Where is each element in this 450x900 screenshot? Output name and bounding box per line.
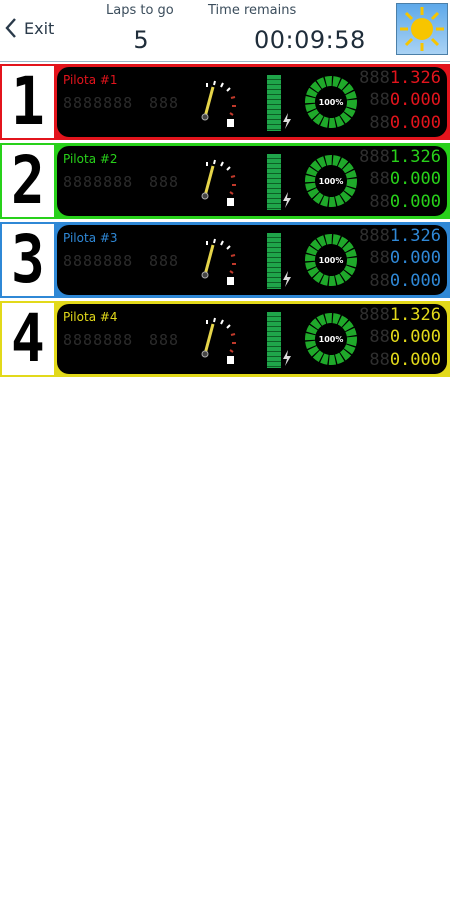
pilot-name: Pilota #2: [63, 152, 118, 166]
charge-icon: [283, 271, 291, 287]
stat-value-2: 0.000: [389, 90, 441, 110]
stat-value-1: 1.326: [389, 305, 441, 325]
progress-ring: 100%: [305, 234, 357, 286]
pilot-name: Pilota #1: [63, 73, 118, 87]
ghost-digits: 88: [369, 169, 390, 189]
lane-panel: Pilota #3 8888888 888: [57, 225, 447, 295]
fuel-gauge-icon: [201, 238, 236, 285]
fuel-gauge-icon: [201, 159, 236, 206]
stat-line-2: 880.000: [369, 328, 441, 346]
stat-value-3: 0.000: [389, 350, 441, 370]
lane-number: 3: [11, 221, 45, 298]
weather-button[interactable]: [396, 3, 448, 55]
progress-ring: 100%: [305, 76, 357, 128]
ghost-digits: 88: [369, 327, 390, 347]
stat-value-2: 0.000: [389, 248, 441, 268]
level-bar: [267, 75, 281, 131]
fuel-gauge-icon: [201, 317, 236, 364]
stat-value-2: 0.000: [389, 327, 441, 347]
lane-panel: Pilota #2 8888888 888: [57, 146, 447, 216]
progress-percent: 100%: [318, 176, 344, 186]
ghost-digits: 888: [359, 147, 390, 167]
ghost-digits: 88: [369, 113, 390, 133]
ghost-digits: 88: [369, 248, 390, 268]
stat-value-1: 1.326: [389, 226, 441, 246]
stat-line-3: 880.000: [369, 351, 441, 369]
laps-to-go-value: 5: [133, 26, 149, 54]
time-remains-label: Time remains: [208, 3, 297, 18]
charge-icon: [283, 113, 291, 129]
pilot-name: Pilota #4: [63, 310, 118, 324]
progress-ring-graphic: [305, 234, 357, 286]
lane-panel: Pilota #1 8888888 888: [57, 67, 447, 137]
ghost-digits: 8888888: [63, 94, 134, 112]
charge-icon: [283, 350, 291, 366]
lane-row-4[interactable]: 4 Pilota #4 8888888 888: [0, 301, 450, 377]
ghost-digits: 8888888: [63, 331, 134, 349]
ghost-digits: 88: [369, 192, 390, 212]
exit-label: Exit: [24, 18, 55, 38]
progress-ring-graphic: [305, 313, 357, 365]
level-bar: [267, 154, 281, 210]
ghost-digits: 888: [149, 252, 180, 270]
ghost-digits: 888: [359, 226, 390, 246]
time-remains-value: 00:09:58: [254, 26, 366, 54]
stat-line-1: 8881.326: [359, 227, 441, 245]
stat-line-3: 880.000: [369, 193, 441, 211]
level-bar: [267, 312, 281, 368]
fuel-gauge-icon: [201, 80, 236, 127]
level-bar: [267, 233, 281, 289]
progress-ring: 100%: [305, 155, 357, 207]
stat-line-1: 8881.326: [359, 148, 441, 166]
ghost-digits: 88: [369, 271, 390, 291]
ghost-digits: 888: [149, 94, 180, 112]
ghost-digits: 8888888: [63, 173, 134, 191]
progress-percent: 100%: [318, 255, 344, 265]
exit-button[interactable]: Exit: [4, 14, 54, 42]
stat-value-2: 0.000: [389, 169, 441, 189]
ghost-digits: 888: [359, 68, 390, 88]
lane-number: 4: [11, 300, 45, 377]
ghost-digits: 88: [369, 350, 390, 370]
progress-percent: 100%: [318, 334, 344, 344]
lane-number: 2: [11, 142, 45, 219]
lane-row-1[interactable]: 1 Pilota #1 8888888 888: [0, 64, 450, 140]
stat-value-3: 0.000: [389, 113, 441, 133]
pilot-name: Pilota #3: [63, 231, 118, 245]
stat-value-1: 1.326: [389, 147, 441, 167]
stat-value-3: 0.000: [389, 271, 441, 291]
lane-panel: Pilota #4 8888888 888: [57, 304, 447, 374]
stat-line-1: 8881.326: [359, 69, 441, 87]
charge-icon: [283, 192, 291, 208]
progress-percent: 100%: [318, 97, 344, 107]
ghost-digits: 888: [149, 173, 180, 191]
stat-value-1: 1.326: [389, 68, 441, 88]
stat-line-1: 8881.326: [359, 306, 441, 324]
ghost-digits: 8888888: [63, 252, 134, 270]
top-bar: Exit Laps to go 5 Time remains 00:09:58: [0, 0, 450, 62]
lane-number-box: 1: [2, 66, 54, 138]
lane-number-box: 3: [2, 224, 54, 296]
stat-line-3: 880.000: [369, 272, 441, 290]
sun-icon: [400, 7, 444, 51]
stat-line-2: 880.000: [369, 170, 441, 188]
stat-value-3: 0.000: [389, 192, 441, 212]
lane-number-box: 2: [2, 145, 54, 217]
header-divider: [0, 61, 450, 62]
ghost-digits: 888: [359, 305, 390, 325]
lane-number: 1: [11, 63, 45, 140]
lane-row-2[interactable]: 2 Pilota #2 8888888 888: [0, 143, 450, 219]
progress-ring-graphic: [305, 76, 357, 128]
stat-line-2: 880.000: [369, 249, 441, 267]
lane-number-box: 4: [2, 303, 54, 375]
stat-line-2: 880.000: [369, 91, 441, 109]
ghost-digits: 88: [369, 90, 390, 110]
ghost-digits: 888: [149, 331, 180, 349]
lane-row-3[interactable]: 3 Pilota #3 8888888 888: [0, 222, 450, 298]
laps-to-go-label: Laps to go: [106, 3, 174, 18]
stat-line-3: 880.000: [369, 114, 441, 132]
progress-ring: 100%: [305, 313, 357, 365]
progress-ring-graphic: [305, 155, 357, 207]
chevron-left-icon: [5, 18, 16, 38]
